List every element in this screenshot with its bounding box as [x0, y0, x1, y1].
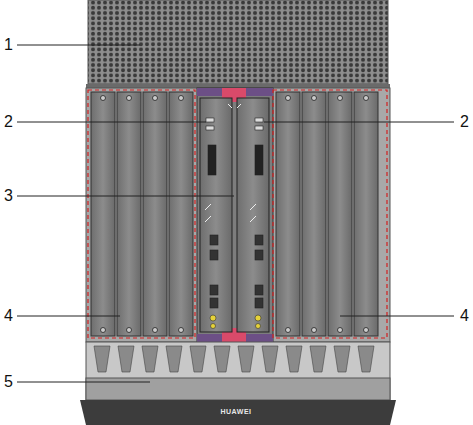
callout-number: 4 [460, 308, 469, 324]
callout-number: 2 [460, 114, 469, 130]
brand-logo: HUAWEI [221, 408, 252, 416]
callout-number: 4 [4, 308, 13, 324]
callout-number: 1 [4, 37, 13, 53]
callout-number: 2 [4, 114, 13, 130]
callout-number: 5 [4, 374, 13, 390]
callout-number: 3 [4, 188, 13, 204]
